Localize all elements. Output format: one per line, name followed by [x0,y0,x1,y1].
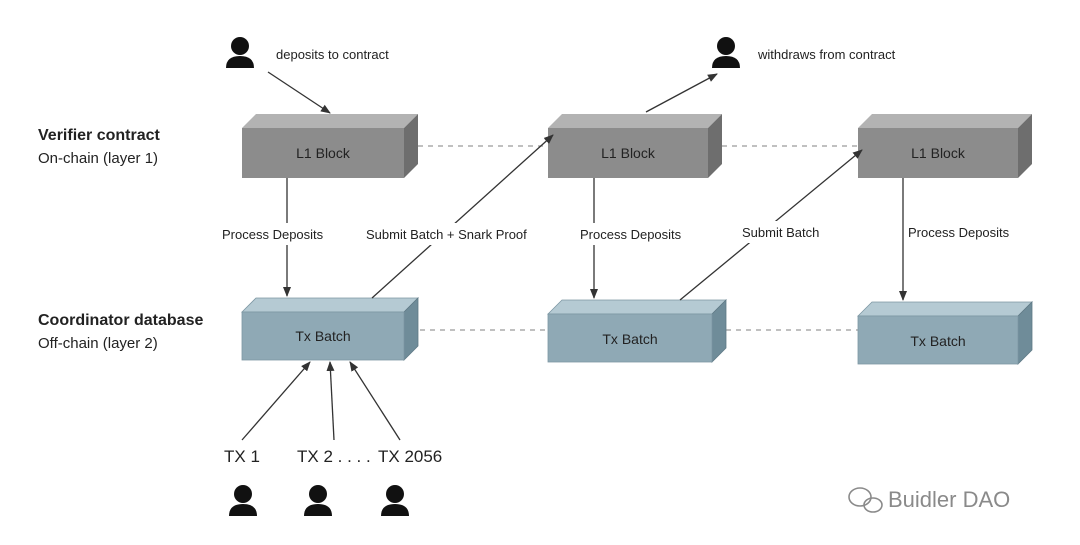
watermark-text: Buidler DAO [888,487,1010,512]
arrow-withdraw [645,73,718,113]
label-process-deposits-3: Process Deposits [908,225,1010,240]
user-icon [229,485,257,516]
l1-block-3-label: L1 Block [911,145,966,161]
deposit-annotation: deposits to contract [276,47,389,62]
l1-block-2: L1 Block [548,114,722,178]
user-icon [381,485,409,516]
arrows [241,71,907,441]
l1-block-2-label: L1 Block [601,145,656,161]
arrow-tx-3 [349,361,401,441]
arrow-deposit [267,71,331,114]
wechat-icon [848,487,883,513]
tx-2-label: TX 2 . . . . [297,447,371,466]
user-icon [712,37,740,68]
withdraw-annotation: withdraws from contract [757,47,896,62]
user-icon [304,485,332,516]
label-process-deposits-2: Process Deposits [580,227,682,242]
l1-block-1: L1 Block [242,114,418,178]
user-icon [226,37,254,68]
watermark: Buidler DAO [848,487,1010,513]
tx-batch-3: Tx Batch [857,301,1033,365]
tx-batch-2-label: Tx Batch [602,331,657,347]
label-process-deposits-1: Process Deposits [222,227,324,242]
l1-block-3: L1 Block [858,114,1032,178]
tx-2056-label: TX 2056 [378,447,442,466]
l1-subtitle: On-chain (layer 1) [38,150,158,167]
l2-title: Coordinator database [38,312,203,329]
tx-batch-3-label: Tx Batch [910,333,965,349]
l1-block-1-label: L1 Block [296,145,351,161]
tx-batch-2: Tx Batch [547,299,727,363]
label-submit-batch: Submit Batch [742,225,819,240]
l1-title: Verifier contract [38,127,161,144]
arrow-submit-1 [371,134,554,299]
dashed-connectors [418,145,858,331]
tx-batch-1: Tx Batch [241,297,419,361]
tx-1-label: TX 1 [224,447,260,466]
edge-labels: Process Deposits Submit Batch + Snark Pr… [218,221,1024,245]
arrow-tx-2 [326,361,335,441]
arrow-tx-1 [241,361,311,441]
label-submit-batch-snark: Submit Batch + Snark Proof [366,227,527,242]
l2-subtitle: Off-chain (layer 2) [38,335,158,352]
tx-batch-1-label: Tx Batch [295,328,350,344]
layer-titles: Verifier contract On-chain (layer 1) Coo… [38,127,203,352]
